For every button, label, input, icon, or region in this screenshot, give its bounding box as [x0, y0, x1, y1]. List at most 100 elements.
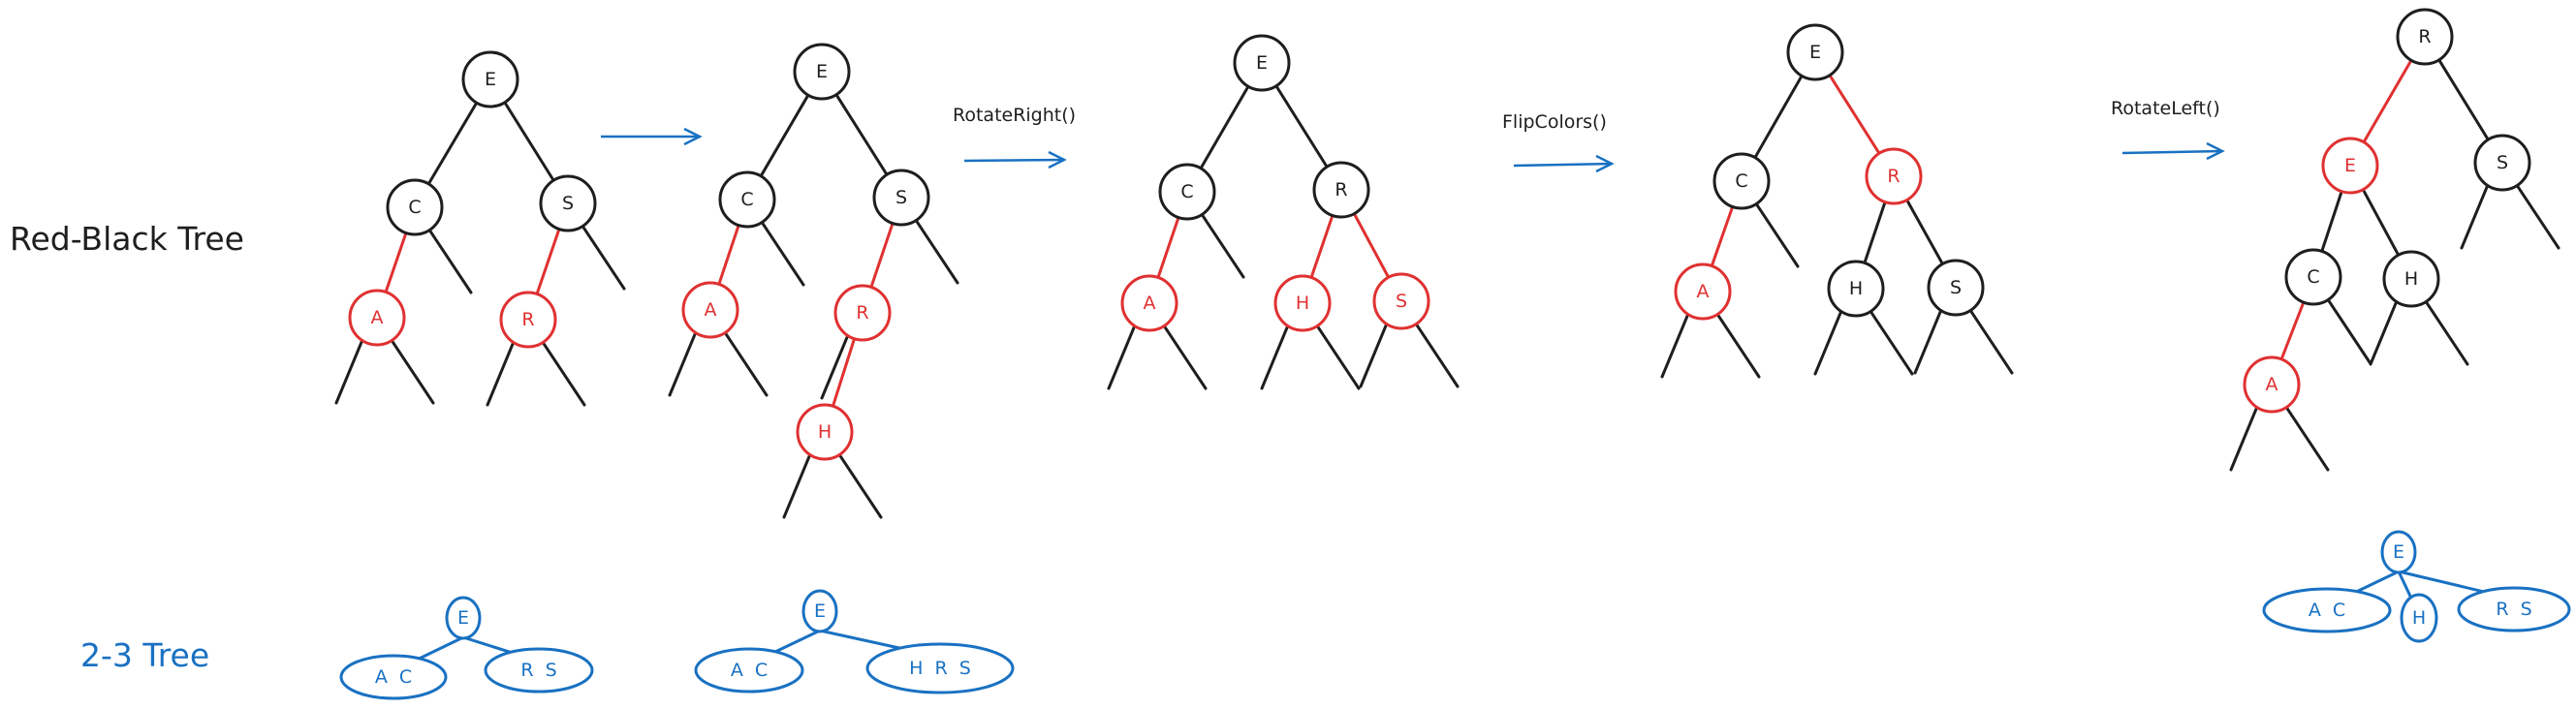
null-link-a-left	[668, 331, 698, 397]
node-s-circle	[1372, 272, 1430, 330]
tt-child-label-0: A C	[375, 666, 412, 688]
tt-child-node-0	[694, 647, 804, 694]
node-r-label: R	[856, 302, 868, 324]
arrow-1	[601, 127, 703, 146]
node-r-label: R	[2418, 26, 2431, 47]
link-r-h	[1863, 200, 1887, 264]
node-s-circle	[1927, 259, 1985, 317]
node-r-circle	[2396, 8, 2454, 66]
tt-child-label-2: R S	[2496, 599, 2531, 620]
node-a-label: A	[1144, 293, 1156, 314]
red-black-tree-title: Red-Black Tree	[10, 220, 244, 258]
node-s-label: S	[1396, 291, 1407, 312]
tt-child-label-1: H R S	[909, 658, 971, 679]
null-link-h-left	[1813, 310, 1843, 376]
null-link-h-right	[1869, 310, 1914, 376]
null-link-r-left	[486, 341, 516, 407]
tt-child-label-1: R S	[520, 660, 556, 681]
tt-child-label-1: H	[2412, 607, 2426, 629]
null-link-a-right	[390, 339, 435, 405]
node-c-label: C	[1735, 170, 1747, 192]
link-r-h	[831, 337, 857, 408]
null-link-r-right	[541, 341, 586, 407]
null-link-s-left	[1359, 323, 1389, 388]
link-c-a	[384, 231, 408, 294]
node-h-circle	[1273, 274, 1332, 332]
two-three-tree-split: E A C H R S	[2262, 530, 2571, 643]
node-h-label: H	[2404, 268, 2418, 290]
null-link-c-right	[427, 229, 473, 294]
node-r-circle	[1312, 161, 1370, 219]
link-e-c	[426, 101, 479, 186]
null-link-c-right	[1200, 213, 1245, 279]
node-h-circle	[1827, 260, 1885, 318]
link-e-r	[1274, 84, 1329, 169]
tt-child-label-0: A C	[731, 660, 768, 681]
node-e-circle	[1786, 23, 1844, 81]
node-e-circle	[1233, 34, 1291, 92]
link-r-e	[2362, 58, 2413, 144]
node-c-circle	[2284, 248, 2342, 306]
link-e-s	[834, 93, 889, 176]
node-r-label: R	[1887, 166, 1900, 187]
node-e-label: E	[1256, 52, 1268, 74]
null-link-h-right	[1315, 324, 1361, 390]
null-link-r-left	[820, 334, 850, 400]
link-e-s	[503, 101, 555, 182]
node-c-circle	[386, 178, 444, 236]
node-r-circle	[1865, 147, 1923, 205]
tt-root-label: E	[814, 601, 826, 622]
node-h-label: H	[818, 421, 832, 443]
node-s-label: S	[2497, 152, 2508, 173]
tt-root-label: E	[2393, 541, 2404, 563]
node-r-label: R	[1335, 179, 1347, 200]
link-c-a	[1710, 204, 1735, 268]
null-link-s-right	[581, 225, 626, 291]
node-a-circle	[1120, 274, 1178, 332]
node-c-label: C	[1180, 181, 1193, 202]
node-e-label: E	[816, 61, 828, 82]
null-link-c-right	[2326, 298, 2372, 364]
tt-child-node-1	[484, 647, 594, 694]
link-e-c	[2320, 190, 2343, 253]
link-e-c	[1199, 84, 1250, 170]
null-link-a-right	[2284, 406, 2330, 472]
null-link-s-right	[1968, 309, 2014, 375]
two-three-tree-four-node: E A C H R S	[694, 589, 1015, 694]
node-h-circle	[796, 403, 854, 461]
node-a-circle	[2243, 355, 2301, 414]
node-c-circle	[718, 170, 776, 229]
link-c-a	[2279, 300, 2306, 361]
node-e-label: E	[485, 69, 496, 90]
node-s-label: S	[895, 187, 907, 208]
node-a-circle	[1674, 262, 1732, 321]
link-r-s	[2437, 58, 2490, 141]
node-c-circle	[1712, 152, 1771, 210]
link-s-r	[535, 227, 561, 296]
null-link-a-left	[1107, 324, 1137, 390]
node-a-label: A	[371, 307, 384, 328]
node-e-label: E	[2344, 155, 2356, 176]
node-s-circle	[539, 174, 597, 232]
node-s-circle	[872, 169, 930, 227]
node-a-circle	[348, 289, 406, 347]
node-r-label: R	[521, 309, 534, 330]
null-link-a-right	[723, 331, 769, 397]
null-link-h-left	[782, 453, 812, 519]
node-e-circle	[461, 50, 519, 108]
node-c-label: C	[740, 189, 753, 210]
tt-root-label: E	[457, 607, 469, 629]
link-c-a	[717, 224, 740, 286]
tt-child-label-0: A C	[2309, 600, 2345, 621]
link-c-a	[1156, 216, 1180, 279]
null-link-s-right	[2515, 184, 2560, 250]
link-e-c	[1753, 74, 1804, 160]
two-three-tree-title: 2-3 Tree	[80, 636, 209, 674]
node-h-circle	[2382, 250, 2440, 308]
arrow-rotate-right	[963, 150, 1067, 170]
link-e-r	[1828, 74, 1881, 155]
null-link-s-right	[914, 219, 959, 285]
